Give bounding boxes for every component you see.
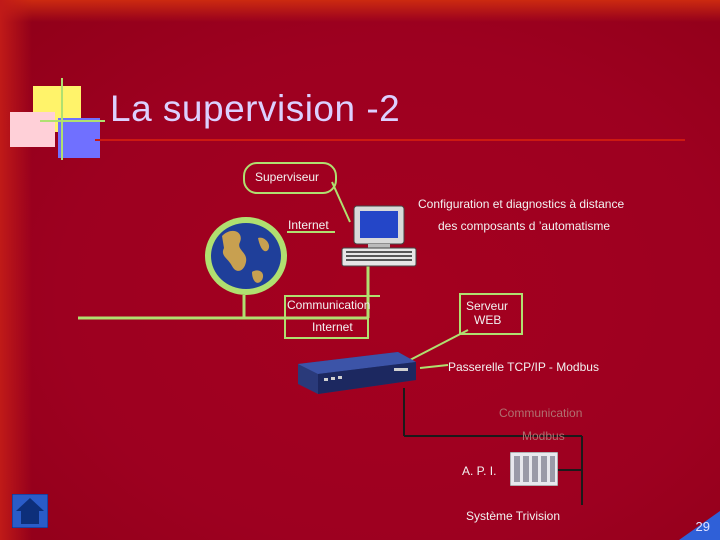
top-edge-shading (0, 0, 720, 22)
comm-internet-label-1: Communication (287, 298, 371, 312)
serveur-web-label-2: WEB (474, 313, 502, 327)
left-edge-shading (0, 0, 32, 540)
superviseur-callout (243, 162, 337, 194)
slide-title: La supervision -2 (110, 88, 401, 129)
comm-modbus-label-1: Communication (499, 406, 583, 420)
api-label: A. P. I. (462, 464, 497, 478)
comm-internet-callout (284, 295, 380, 339)
serveur-web-callout (409, 293, 523, 361)
gateway-device-icon (298, 352, 416, 394)
title-decoration (10, 78, 105, 160)
superviseur-pointer (331, 181, 351, 223)
page-number-badge (679, 511, 720, 540)
pink-square (10, 112, 55, 147)
superviseur-label: Superviseur (255, 170, 320, 184)
passerelle-pointer (419, 364, 449, 369)
globe-icon (205, 217, 287, 295)
page-number: 29 (695, 519, 710, 534)
home-button[interactable] (12, 494, 48, 528)
config-label-2: des composants d ’automatisme (438, 219, 611, 233)
passerelle-label: Passerelle TCP/IP - Modbus (448, 360, 599, 374)
serveur-web-label-1: Serveur (466, 299, 509, 313)
title-underline (95, 139, 685, 141)
plc-icon (510, 452, 558, 486)
home-icon (16, 498, 44, 511)
comm-internet-label-2: Internet (312, 320, 353, 334)
computer-icon[interactable] (340, 204, 420, 268)
config-label-1: Configuration et diagnostics à distance (418, 197, 625, 211)
internet-label: Internet (288, 218, 329, 232)
blue-square (58, 118, 100, 158)
comm-modbus-label-2: Modbus (522, 429, 565, 443)
systeme-label: Système Trivision (466, 509, 561, 523)
